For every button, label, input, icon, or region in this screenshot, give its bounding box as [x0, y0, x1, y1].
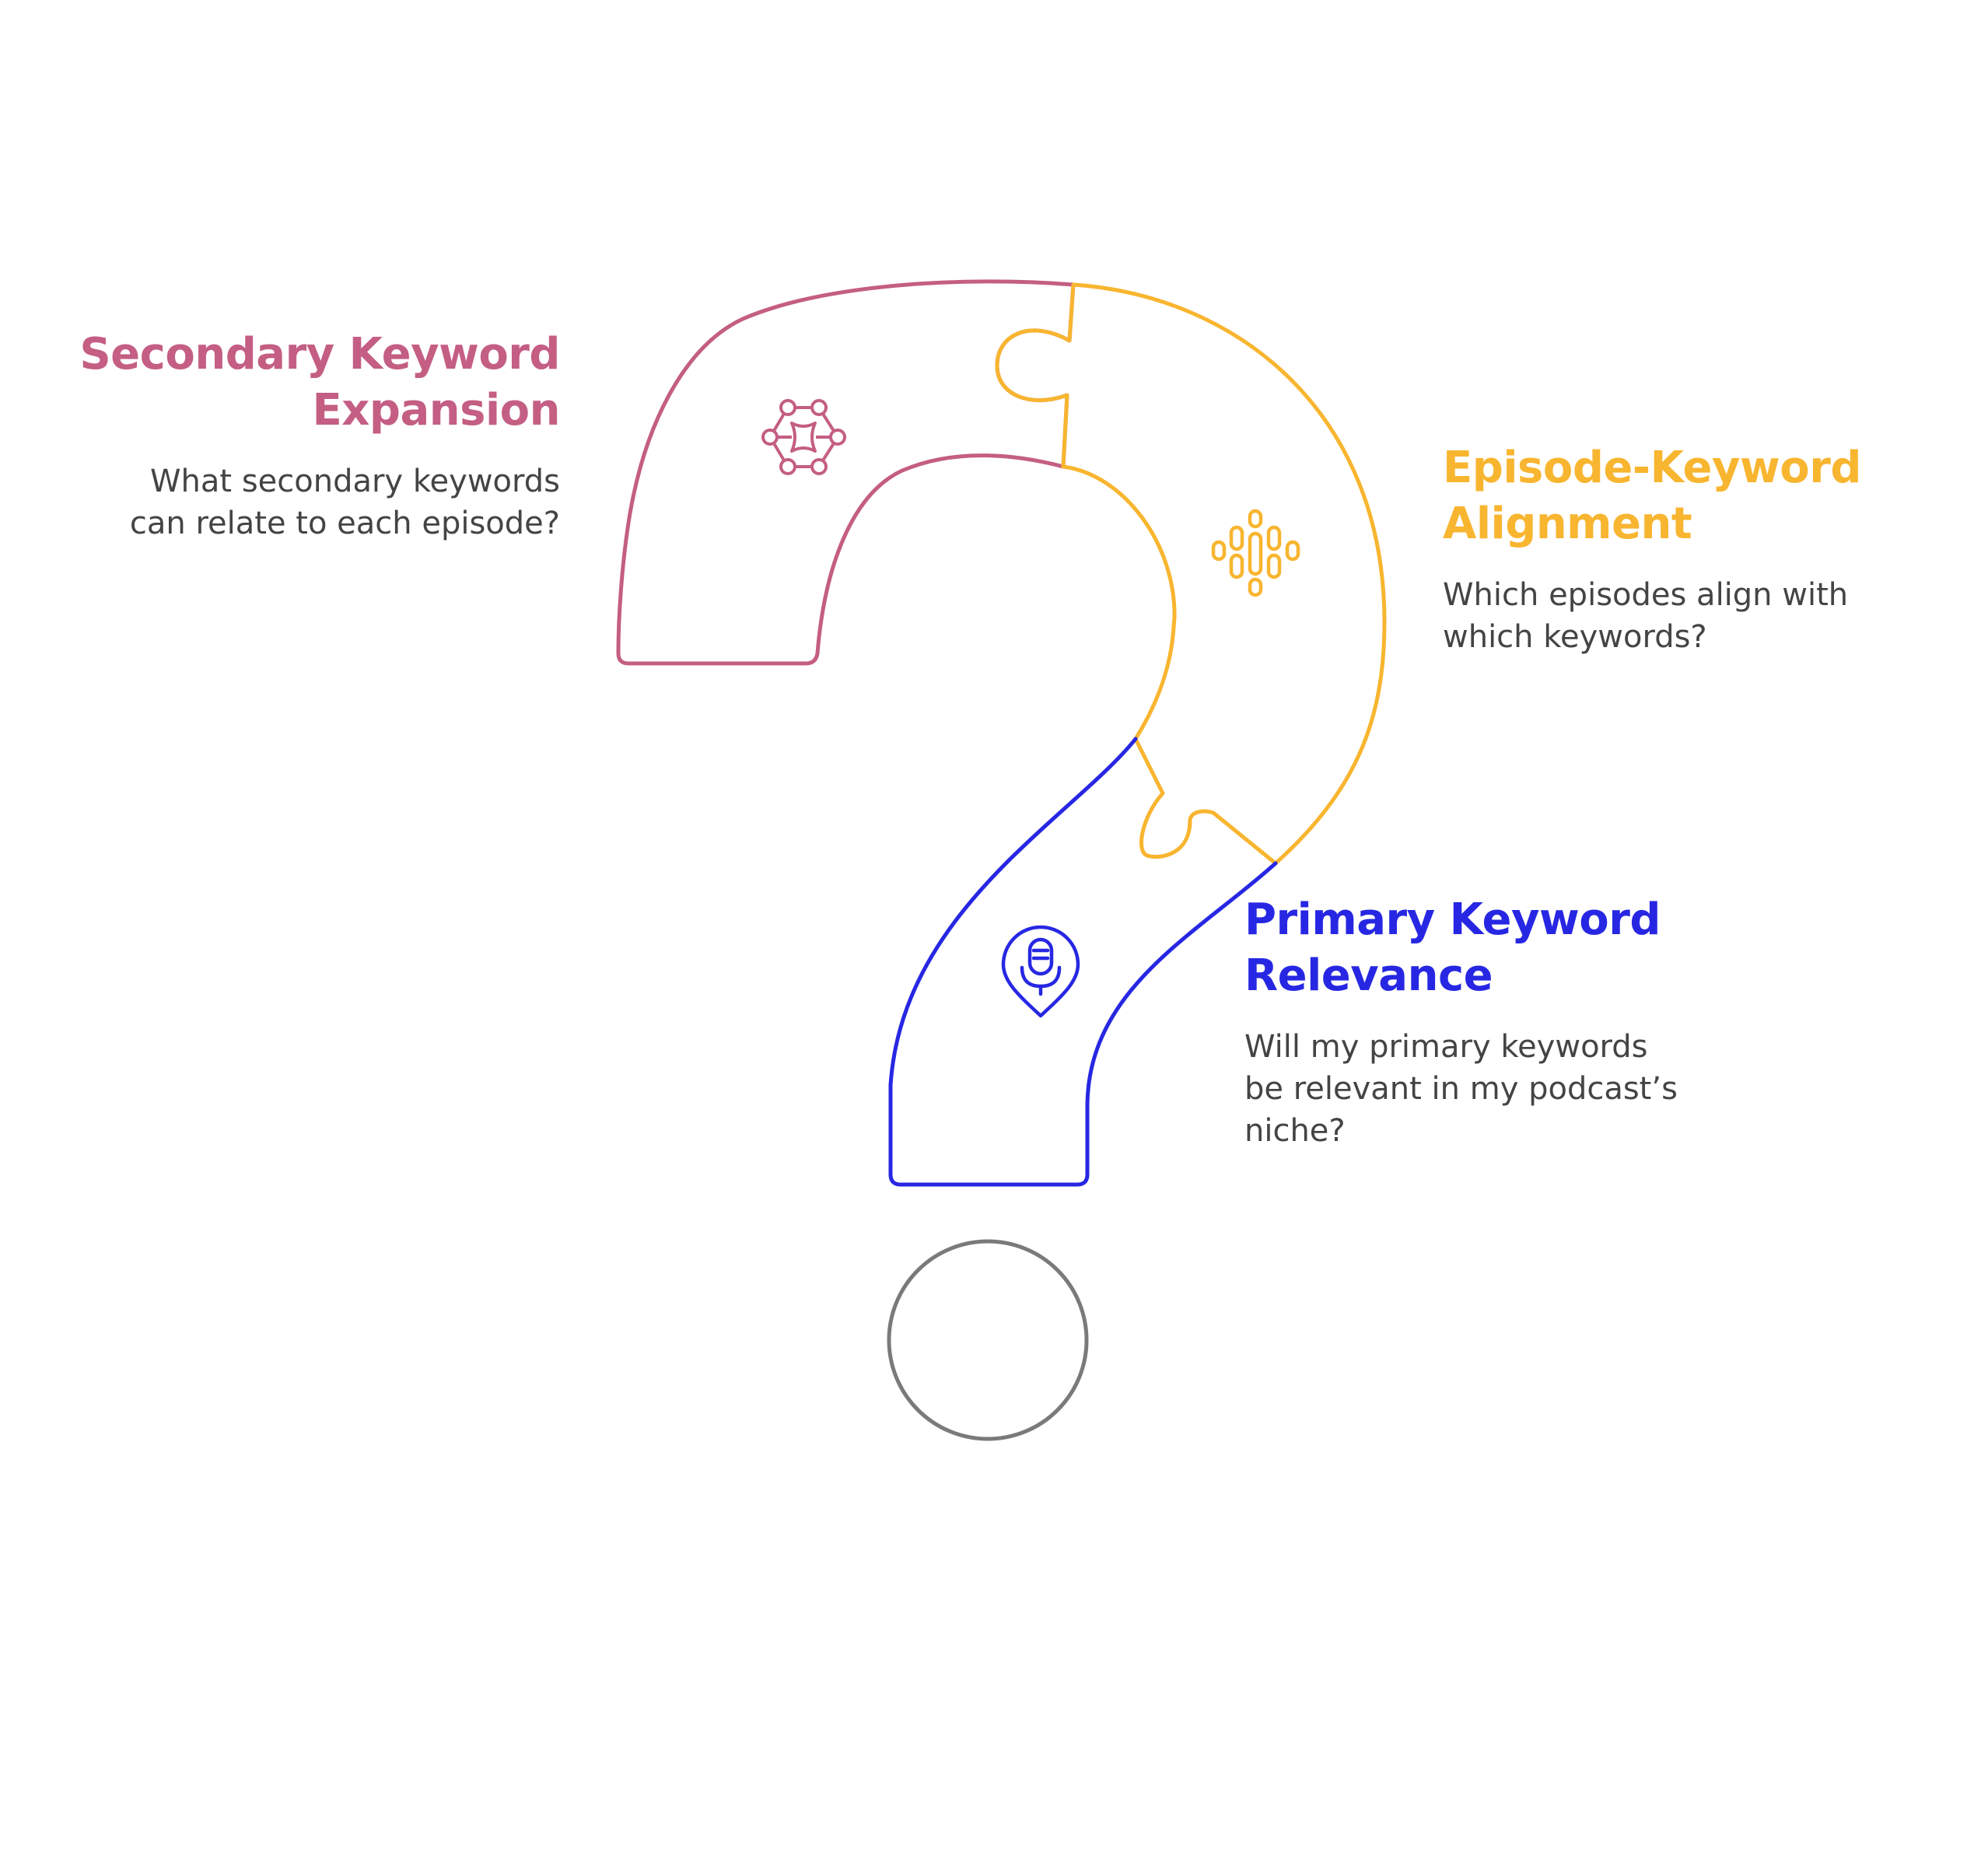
episode-keyword-description: Which episodes align with which keywords…	[1443, 574, 1941, 658]
primary-keyword-puzzle-piece	[888, 737, 1278, 1187]
primary-keyword-section: Primary Keyword Relevance Will my primar…	[1244, 892, 1711, 1152]
episode-keyword-title: Episode-Keyword Alignment	[1443, 440, 1941, 552]
primary-title-line-1: Primary Keyword	[1244, 894, 1661, 945]
question-mark-dot	[887, 1239, 1089, 1441]
microphone-pin-icon	[1001, 925, 1080, 1018]
primary-desc-line-3: niche?	[1244, 1113, 1346, 1149]
secondary-title-line-1: Secondary Keyword	[79, 329, 560, 380]
secondary-desc-line-1: What secondary keywords	[150, 464, 560, 499]
episode-keyword-section: Episode-Keyword Alignment Which episodes…	[1443, 440, 1941, 658]
primary-desc-line-2: be relevant in my podcast’s	[1244, 1071, 1678, 1107]
podcast-waveform-icon	[1211, 509, 1300, 597]
secondary-keyword-title: Secondary Keyword Expansion	[78, 327, 560, 439]
secondary-keyword-puzzle-piece	[616, 279, 1076, 666]
network-nodes-icon	[761, 399, 846, 475]
episode-title-line-2: Alignment	[1443, 499, 1692, 549]
secondary-keyword-description: What secondary keywords can relate to ea…	[78, 460, 560, 544]
primary-keyword-title: Primary Keyword Relevance	[1244, 892, 1711, 1004]
secondary-desc-line-2: can relate to each episode?	[129, 506, 560, 541]
primary-keyword-description: Will my primary keywords be relevant in …	[1244, 1026, 1711, 1152]
episode-desc-line-1: Which episodes align with	[1443, 577, 1849, 613]
primary-desc-line-1: Will my primary keywords	[1244, 1029, 1648, 1065]
secondary-keyword-section: Secondary Keyword Expansion What seconda…	[78, 327, 560, 544]
episode-title-line-1: Episode-Keyword	[1443, 443, 1861, 493]
secondary-title-line-2: Expansion	[312, 385, 561, 436]
episode-desc-line-2: which keywords?	[1443, 619, 1707, 655]
primary-title-line-2: Relevance	[1244, 950, 1493, 1001]
episode-keyword-puzzle-piece	[995, 282, 1387, 866]
